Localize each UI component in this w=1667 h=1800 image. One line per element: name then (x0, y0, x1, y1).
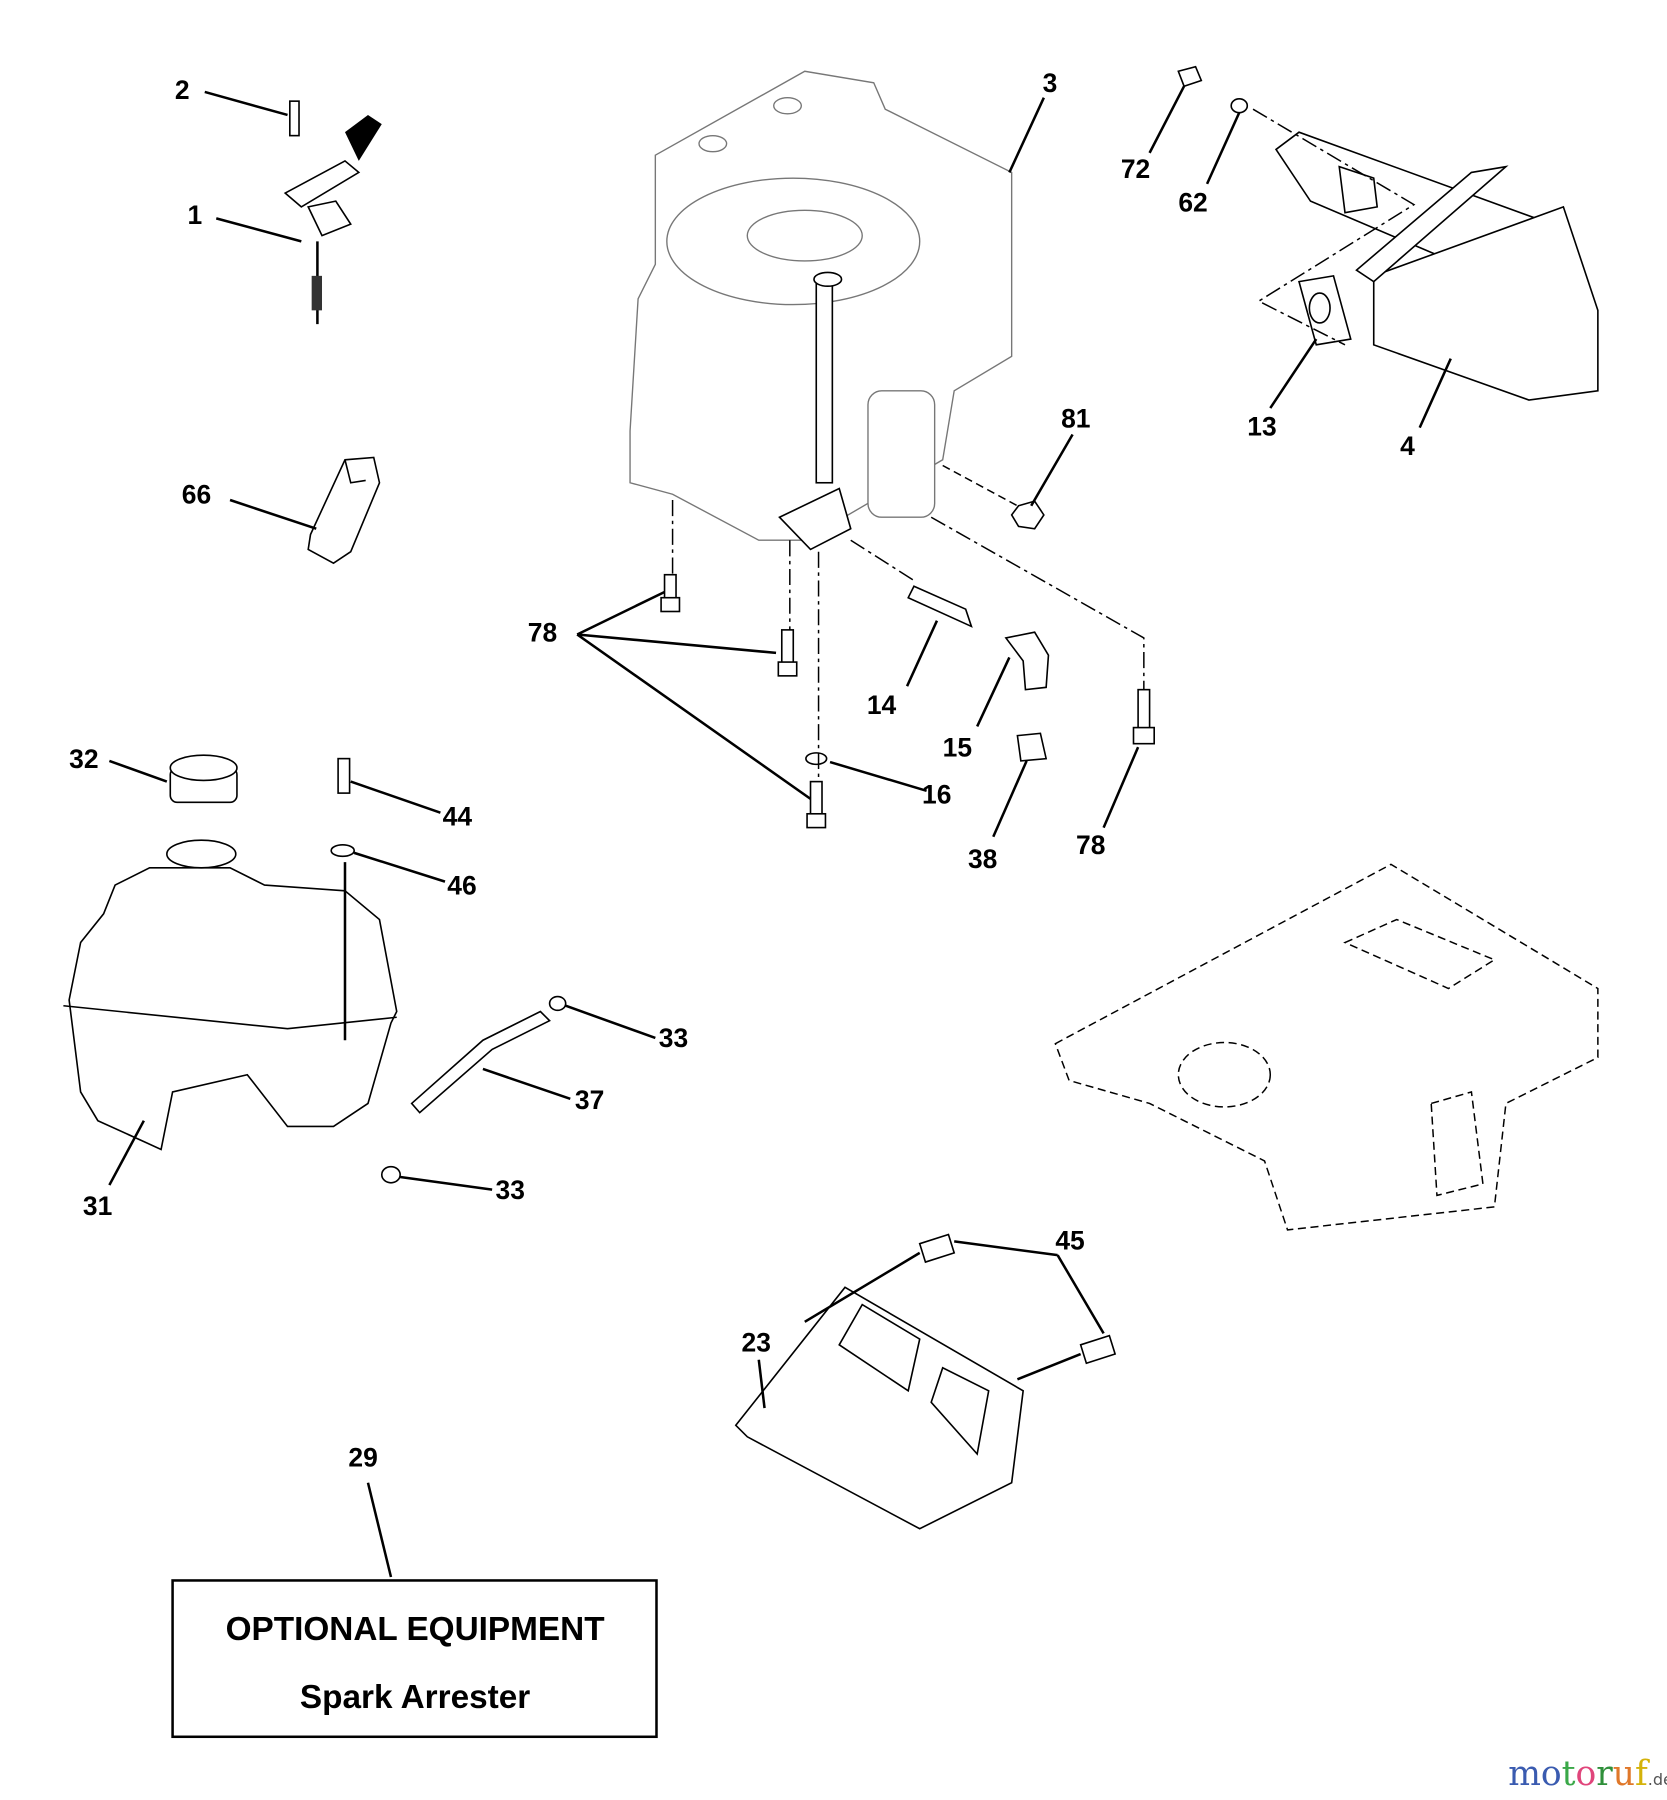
callout-4: 4 (1400, 431, 1415, 461)
optional-equipment-title: OPTIONAL EQUIPMENT (226, 1611, 605, 1648)
callout-31: 31 (83, 1191, 112, 1221)
callout-2: 2 (175, 75, 190, 105)
callout-45: 45 (1055, 1225, 1084, 1255)
callout-13: 13 (1247, 412, 1276, 442)
engine-part (629, 70, 1013, 551)
callout-29: 29 (348, 1443, 377, 1473)
muffler-part (1177, 65, 1599, 401)
callout-62: 62 (1178, 187, 1207, 217)
callout-14: 14 (867, 690, 897, 720)
watermark-letter: f (1635, 1754, 1650, 1794)
callout-32: 32 (69, 744, 98, 774)
optional-equipment-subtitle: Spark Arrester (300, 1679, 530, 1716)
callout-33-bottom: 33 (496, 1175, 525, 1205)
watermark-letter: m (1508, 1754, 1541, 1794)
watermark-letter: t (1562, 1754, 1576, 1794)
callout-66: 66 (182, 479, 211, 509)
throttle-control-part (283, 100, 382, 325)
leader-lines (108, 85, 1452, 1578)
watermark-letter: o (1541, 1754, 1562, 1794)
callout-81: 81 (1061, 404, 1090, 434)
fuel-tank-part (63, 754, 567, 1184)
watermark-letter: r (1596, 1754, 1613, 1794)
frame-part (1054, 863, 1599, 1231)
callout-38: 38 (968, 844, 997, 874)
optional-equipment-box: OPTIONAL EQUIPMENT Spark Arrester (171, 1579, 658, 1739)
callout-78-left: 78 (528, 617, 557, 647)
callout-78-right: 78 (1076, 830, 1105, 860)
bracket-part (307, 456, 381, 565)
callout-3: 3 (1043, 68, 1058, 98)
callout-1: 1 (188, 200, 203, 230)
watermark-letter: o (1576, 1754, 1597, 1794)
callout-37: 37 (575, 1085, 604, 1115)
callout-46: 46 (447, 870, 476, 900)
watermark-suffix: .de (1648, 1770, 1667, 1789)
callout-15: 15 (943, 732, 972, 762)
callout-72: 72 (1121, 154, 1150, 184)
callout-16: 16 (922, 779, 951, 809)
callout-44: 44 (443, 801, 473, 831)
callout-33-top: 33 (659, 1023, 688, 1053)
watermark-logo: motoruf.de (1508, 1754, 1667, 1794)
callout-23: 23 (742, 1328, 771, 1358)
fasteners (660, 464, 1155, 829)
watermark-letter: u (1613, 1754, 1635, 1794)
heat-shield-part (734, 1233, 1117, 1530)
